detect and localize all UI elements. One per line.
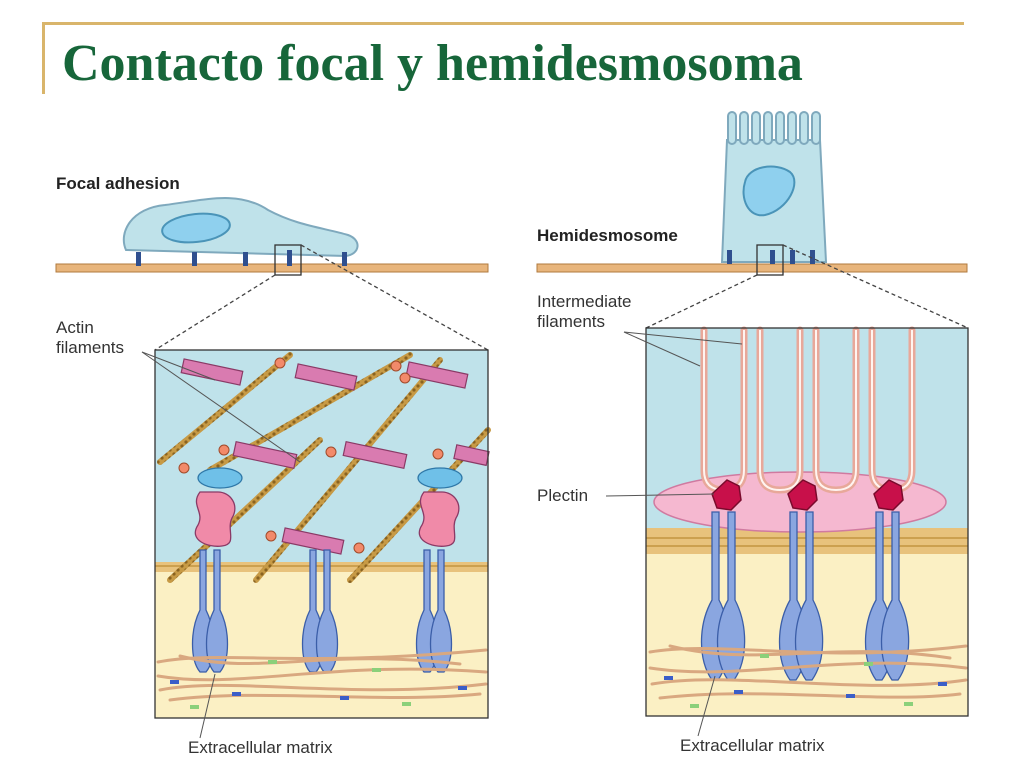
focal-contact-points (136, 250, 347, 266)
focal-zoom-box (274, 244, 302, 276)
hemi-zoom-box (756, 244, 784, 276)
hemi-zoom-lines (645, 244, 969, 329)
hemi-ecm-particles (664, 654, 947, 708)
plectin-callout: Plectin (537, 486, 589, 505)
actin-callout-line1: Actin (56, 318, 94, 337)
focal-integrins (191, 549, 453, 673)
title-frame-left (42, 22, 45, 94)
hemi-ecm-fibers (648, 644, 968, 700)
hemi-contact-points (727, 250, 815, 264)
focal-cell-body (122, 197, 359, 258)
focal-magnified-view (154, 349, 491, 719)
focal-ecm-particles (170, 660, 467, 709)
actin-filaments-callout: Actin filaments (56, 318, 124, 358)
focal-zoom-lines (154, 244, 489, 351)
hemi-substrate (536, 263, 968, 273)
intermediate-filaments-callout: Intermediate filaments (537, 292, 632, 332)
if-callout-line2: filaments (537, 312, 606, 331)
actin-callout-line2: filaments (56, 338, 125, 357)
title-frame-top (42, 22, 964, 25)
hemi-ecm-callout: Extracellular matrix (680, 736, 825, 755)
hemi-magnified-view (645, 326, 969, 717)
focal-actinin-nodes (178, 357, 444, 554)
hemi-cell-nucleus (742, 165, 796, 217)
hemidesmosome-label: Hemidesmosome (537, 226, 678, 245)
focal-ecm-callout: Extracellular matrix (188, 738, 333, 757)
slide-title: Contacto focal y hemidesmosoma (62, 35, 803, 92)
focal-substrate (55, 263, 489, 273)
focal-adhesion-panel (55, 197, 491, 739)
focal-talin-vinculin (194, 467, 463, 547)
focal-ecm-fibers (156, 648, 488, 702)
focal-myosin-filaments (180, 358, 490, 555)
hemi-leader-lines (605, 331, 743, 737)
focal-cell-nucleus (161, 212, 231, 244)
focal-adhesion-label: Focal adhesion (56, 174, 180, 193)
hemidesmosome-panel (536, 111, 969, 737)
if-callout-line1: Intermediate (537, 292, 632, 311)
focal-leader-lines (141, 351, 301, 739)
